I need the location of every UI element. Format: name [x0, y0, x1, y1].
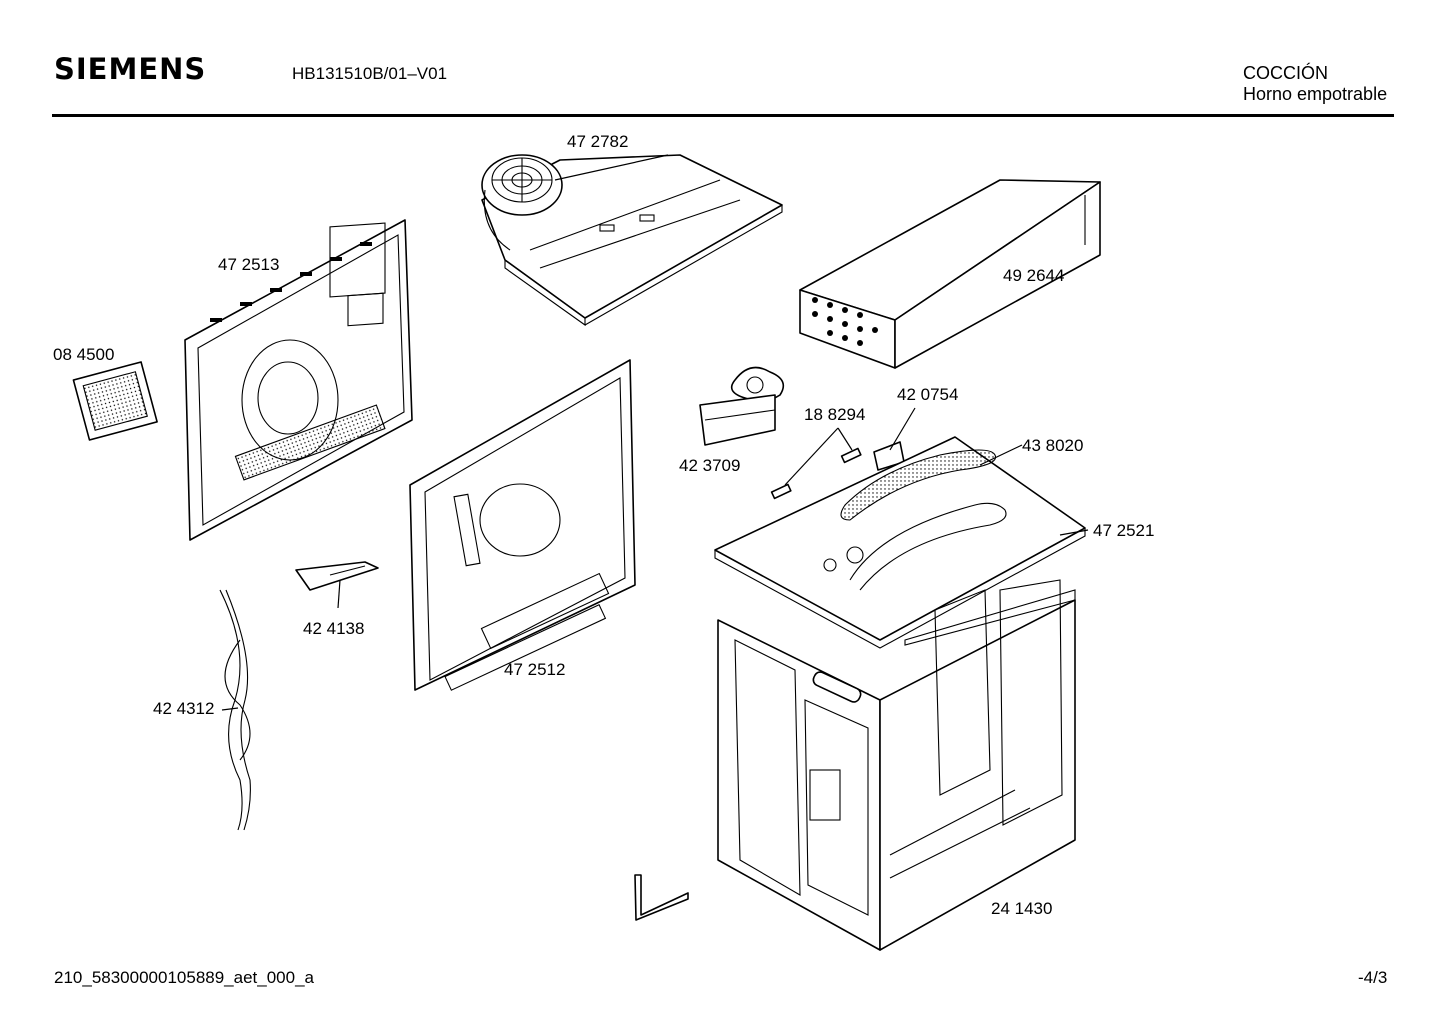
category-title: COCCIÓN	[1243, 63, 1328, 83]
header-divider	[52, 114, 1394, 117]
part-472512-inner-panel[interactable]	[409, 359, 636, 691]
callout-472512: 47 2512	[504, 660, 565, 679]
part-492644-rear-duct[interactable]	[799, 179, 1101, 369]
part-241430-oven-cavity[interactable]	[717, 579, 1076, 951]
part-423709-fan-motor[interactable]	[699, 366, 785, 446]
callout-472782: 47 2782	[567, 132, 628, 151]
part-424138-bracket[interactable]	[295, 561, 379, 591]
callout-492644: 49 2644	[1003, 266, 1064, 285]
callout-241430: 24 1430	[991, 899, 1052, 918]
callout-472513: 47 2513	[218, 255, 279, 274]
model-number: HB131510B/01–V01	[292, 64, 448, 83]
part-188294-pins[interactable]	[770, 447, 862, 500]
callout-424138: 42 4138	[303, 619, 364, 638]
category-block: COCCIÓN Horno empotrable	[1243, 63, 1387, 105]
part-angle-bracket[interactable]	[634, 874, 689, 921]
part-472521-top-plate[interactable]	[714, 436, 1086, 649]
callout-084500: 08 4500	[53, 345, 114, 364]
callout-420754: 42 0754	[897, 385, 958, 404]
callout-438020: 43 8020	[1022, 436, 1083, 455]
category-subtitle: Horno empotrable	[1243, 84, 1388, 104]
brand-logo: SIEMENS	[54, 52, 207, 86]
callout-424312: 42 4312	[153, 699, 214, 718]
document-id: 210_58300000105889_aet_000_a	[54, 968, 314, 987]
callout-423709: 42 3709	[679, 456, 740, 475]
page-number: -4/3	[1358, 968, 1388, 987]
part-424312-cable[interactable]	[219, 589, 251, 831]
part-472513-rear-panel[interactable]	[72, 219, 413, 541]
callout-188294: 18 8294	[804, 405, 865, 424]
part-472782-top-cover[interactable]	[481, 154, 783, 327]
callout-472521: 47 2521	[1093, 521, 1154, 540]
